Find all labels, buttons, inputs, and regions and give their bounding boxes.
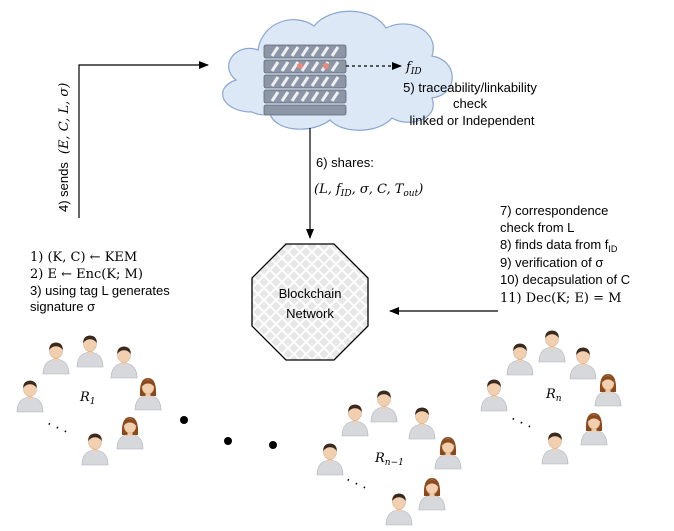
user-icon — [42, 342, 70, 375]
fid-label: fID — [405, 60, 422, 77]
shares-label: 6) shares: — [316, 155, 374, 170]
blockchain-network-node — [251, 243, 369, 361]
server-icon — [263, 44, 347, 116]
user-icon — [569, 347, 597, 380]
step3-line2: signature σ — [30, 299, 95, 314]
ring-r1-label: R1 — [79, 390, 96, 407]
user-icon — [480, 379, 508, 412]
ring-continuation-dot — [180, 416, 188, 424]
step9: 9) verification of σ — [500, 255, 603, 270]
step5-line2: check — [453, 96, 487, 111]
step11: 11) Dec(K; E) = M — [500, 291, 621, 306]
user-icon — [594, 373, 622, 407]
sends-label: 4) sends(E, C, L, σ) — [56, 83, 72, 212]
user-icon — [418, 477, 446, 511]
user-icon — [580, 412, 608, 446]
user-icon — [76, 335, 104, 368]
user-icon — [506, 343, 534, 376]
ellipsis-r1: · · · — [44, 417, 71, 441]
blockchain-label-line1: Blockchain — [279, 286, 342, 301]
step3-line1: 3) using tag L generates — [30, 283, 170, 298]
user-icon — [16, 380, 44, 413]
user-icon — [316, 443, 344, 476]
shares-tuple: (L, fID, σ, C, Tout) — [314, 182, 423, 199]
user-icon — [541, 432, 569, 465]
user-icon — [538, 330, 566, 363]
blockchain-label-line2: Network — [286, 306, 334, 321]
user-icon — [134, 377, 162, 411]
step5-line3: linked or Independent — [409, 113, 534, 128]
user-icon — [110, 346, 138, 379]
ring-r1: · · · R1 — [16, 335, 162, 466]
step10: 10) decapsulation of C — [500, 272, 630, 287]
user-icon — [370, 390, 398, 423]
step5-line1: 5) traceability/linkability — [403, 80, 537, 95]
user-icon — [341, 404, 369, 437]
user-icon — [385, 493, 413, 526]
step7-line2: check from L — [500, 220, 574, 235]
ellipsis-rn-1: · · · — [343, 473, 370, 497]
user-icon — [116, 416, 144, 450]
ellipsis-rn: · · · — [508, 412, 535, 436]
step2: 2) E ← Enc(K; M) — [30, 267, 143, 282]
ring-rn-1-label: Rn−1 — [374, 451, 404, 468]
ring-rn-label: Rn — [545, 387, 562, 404]
sends-arrow — [78, 61, 209, 218]
user-icon — [434, 436, 462, 470]
step8: 8) finds data from fID — [500, 237, 618, 254]
ring-rn: · · · Rn — [480, 330, 622, 465]
step1: 1) (K, C) ← KEM — [30, 250, 137, 265]
step7-line1: 7) correspondence — [500, 203, 608, 218]
ring-continuation-dot — [224, 437, 232, 445]
user-icon — [408, 407, 436, 440]
user-icon — [81, 433, 109, 466]
ring-rn-1: · · · Rn−1 — [316, 390, 462, 526]
ring-continuation-dot — [269, 441, 277, 449]
